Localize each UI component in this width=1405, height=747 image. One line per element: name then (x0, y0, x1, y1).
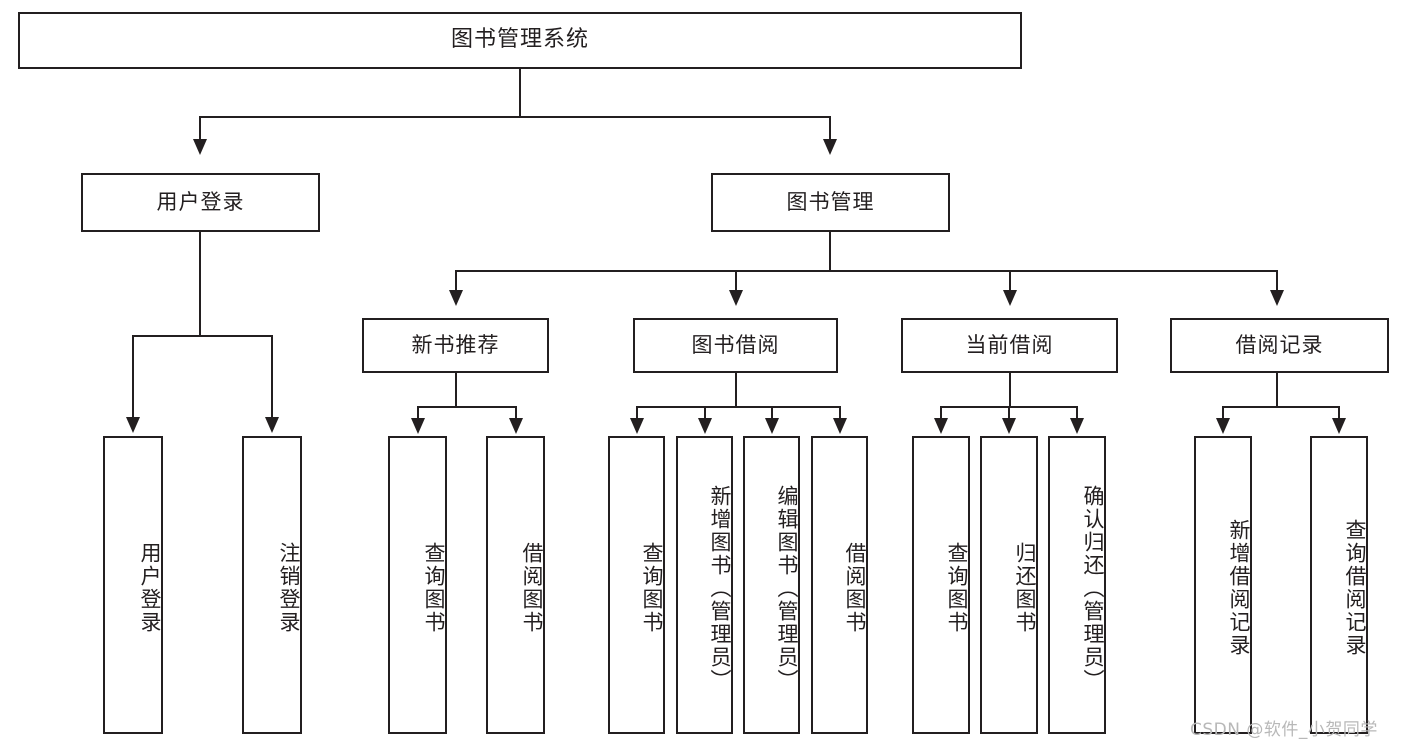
arrowhead-to-borrow-record (1270, 290, 1284, 306)
arrowhead-to-user-login (193, 139, 207, 155)
leaf-borrow-record-query-record[interactable]: 查询借阅记录 (1310, 436, 1368, 734)
node-label: 查询图书 (422, 542, 446, 634)
leaf-book-borrow-add-book-admin[interactable]: 新增图书（管理员） (676, 436, 733, 734)
arrowhead-nbr-leaf-1 (411, 418, 425, 434)
arrowhead-to-current-borrow (1003, 290, 1017, 306)
leaf-new-book-borrow-book[interactable]: 借阅图书 (486, 436, 545, 734)
edge-book-management-stem (829, 232, 831, 270)
arrowhead-user-login-leaf-1 (126, 417, 140, 433)
edge-nbr-drop-2 (515, 406, 517, 420)
arrowhead-to-book-management (823, 139, 837, 155)
node-borrow-record[interactable]: 借阅记录 (1170, 318, 1389, 373)
edge-bb-drop-3 (771, 406, 773, 420)
edge-level3-bus (455, 270, 1277, 272)
leaf-current-borrow-confirm-return-admin[interactable]: 确认归还（管理员） (1048, 436, 1106, 734)
arrowhead-cb-leaf-2 (1002, 418, 1016, 434)
edge-current-borrow-stem (1009, 373, 1011, 406)
arrowhead-br-leaf-1 (1216, 418, 1230, 434)
leaf-book-borrow-query-book[interactable]: 查询图书 (608, 436, 665, 734)
node-label: 图书管理系统 (450, 27, 589, 53)
edge-to-book-management (829, 116, 831, 141)
arrowhead-nbr-leaf-2 (509, 418, 523, 434)
edge-borrow-record-stem (1276, 373, 1278, 406)
node-label: 用户登录 (138, 542, 162, 634)
node-label: 借阅图书 (520, 542, 544, 634)
edge-nbr-drop-1 (417, 406, 419, 420)
node-label: 查询图书 (640, 542, 664, 634)
node-label: 图书管理 (786, 189, 875, 214)
node-label: 新增图书（管理员） (708, 484, 732, 692)
edge-borrow-record-bus (1222, 406, 1339, 408)
node-label: 用户登录 (156, 189, 245, 214)
node-label: 新增借阅记录 (1227, 519, 1251, 657)
node-book-management[interactable]: 图书管理 (711, 173, 950, 232)
edge-user-login-drop-2 (271, 335, 273, 419)
arrowhead-cb-leaf-1 (934, 418, 948, 434)
node-label: 归还图书 (1013, 542, 1037, 634)
leaf-book-borrow-edit-book-admin[interactable]: 编辑图书（管理员） (743, 436, 800, 734)
edge-to-user-login (199, 116, 201, 141)
node-label: 当前借阅 (965, 332, 1054, 357)
node-label: 借阅记录 (1235, 332, 1324, 357)
edge-to-borrow-record (1276, 270, 1278, 292)
node-new-book-recommend[interactable]: 新书推荐 (362, 318, 549, 373)
node-label: 编辑图书（管理员） (775, 484, 799, 692)
edge-cb-drop-3 (1076, 406, 1078, 420)
edge-br-drop-2 (1338, 406, 1340, 420)
edge-cb-drop-1 (940, 406, 942, 420)
leaf-borrow-record-add-record[interactable]: 新增借阅记录 (1194, 436, 1252, 734)
edge-to-book-borrow (735, 270, 737, 292)
arrowhead-bb-leaf-3 (765, 418, 779, 434)
edge-to-current-borrow (1009, 270, 1011, 292)
csdn-watermark: CSDN @软件_小贺同学 (1190, 720, 1378, 740)
arrowhead-user-login-leaf-2 (265, 417, 279, 433)
node-label: 查询借阅记录 (1343, 519, 1367, 657)
edge-new-book-recommend-bus (417, 406, 516, 408)
node-book-borrow[interactable]: 图书借阅 (633, 318, 838, 373)
leaf-user-login-logout[interactable]: 注销登录 (242, 436, 302, 734)
node-label: 图书借阅 (691, 332, 780, 357)
node-root-book-management-system[interactable]: 图书管理系统 (18, 12, 1022, 69)
edge-cb-drop-2 (1008, 406, 1010, 420)
node-label: 借阅图书 (843, 542, 867, 634)
arrowhead-br-leaf-2 (1332, 418, 1346, 434)
arrowhead-bb-leaf-4 (833, 418, 847, 434)
leaf-user-login-login[interactable]: 用户登录 (103, 436, 163, 734)
node-label: 注销登录 (277, 542, 301, 634)
leaf-current-borrow-return-book[interactable]: 归还图书 (980, 436, 1038, 734)
node-current-borrow[interactable]: 当前借阅 (901, 318, 1118, 373)
leaf-new-book-query-book[interactable]: 查询图书 (388, 436, 447, 734)
edge-level2-bus (199, 116, 831, 118)
edge-user-login-bus (132, 335, 272, 337)
node-label: 查询图书 (945, 542, 969, 634)
arrowhead-cb-leaf-3 (1070, 418, 1084, 434)
edge-book-borrow-stem (735, 373, 737, 406)
arrowhead-bb-leaf-1 (630, 418, 644, 434)
arrowhead-to-new-book-recommend (449, 290, 463, 306)
node-user-login[interactable]: 用户登录 (81, 173, 320, 232)
edge-user-login-drop-1 (132, 335, 134, 419)
node-label: 确认归还（管理员） (1081, 484, 1105, 692)
edge-bb-drop-2 (704, 406, 706, 420)
arrowhead-bb-leaf-2 (698, 418, 712, 434)
arrowhead-to-book-borrow (729, 290, 743, 306)
node-label: 新书推荐 (411, 332, 500, 357)
edge-br-drop-1 (1222, 406, 1224, 420)
edge-bb-drop-4 (839, 406, 841, 420)
edge-book-borrow-bus (636, 406, 840, 408)
edge-new-book-recommend-stem (455, 373, 457, 406)
edge-root-stem (519, 69, 521, 116)
leaf-current-borrow-query-book[interactable]: 查询图书 (912, 436, 970, 734)
edge-user-login-stem (199, 232, 201, 335)
leaf-book-borrow-borrow-book[interactable]: 借阅图书 (811, 436, 868, 734)
edge-to-new-book-recommend (455, 270, 457, 292)
edge-bb-drop-1 (636, 406, 638, 420)
